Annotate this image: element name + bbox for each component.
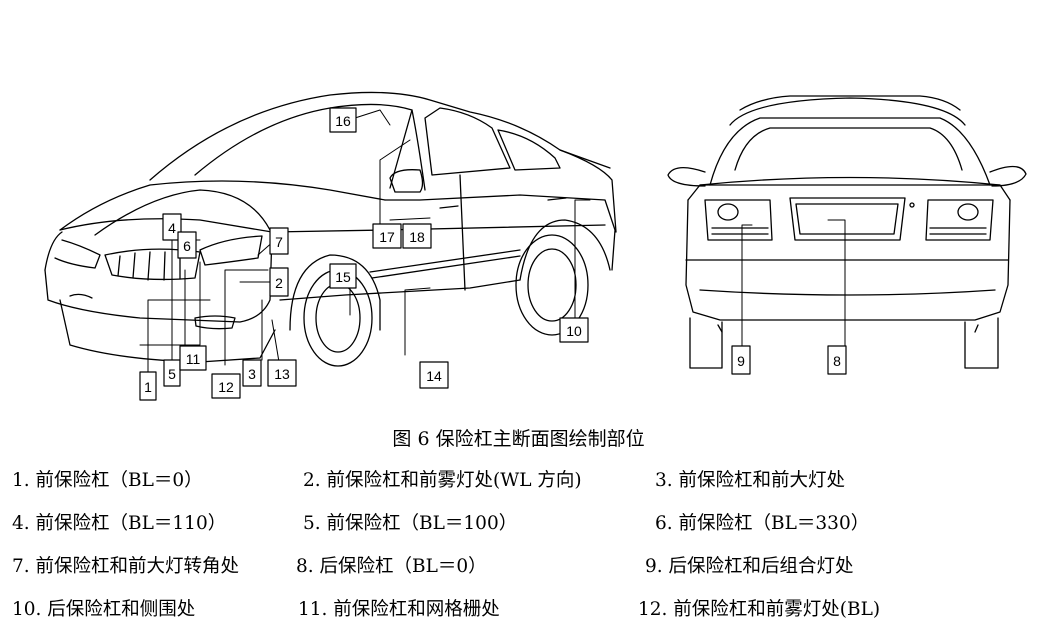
callout-boxes — [139, 107, 847, 401]
legend-item-3: 3. 前保险杠和前大灯处 — [655, 470, 846, 491]
callout-3: 3 — [248, 366, 256, 382]
callout-15: 15 — [335, 269, 351, 285]
callout-6: 6 — [183, 238, 191, 254]
callout-8: 8 — [833, 353, 841, 369]
callout-7: 7 — [275, 234, 283, 250]
callout-2: 2 — [275, 275, 283, 291]
callout-13: 13 — [274, 366, 290, 382]
bumper-diagram: 1 2 3 4 5 6 7 8 9 10 11 12 13 14 15 16 1… — [44, 91, 1027, 401]
legend-item-10: 10. 后保险杠和侧围处 — [12, 599, 196, 620]
legend-item-5: 5. 前保险杠（BL＝100） — [303, 513, 518, 534]
legend-item-7: 7. 前保险杠和前大灯转角处 — [12, 556, 240, 577]
callout-5: 5 — [168, 366, 176, 382]
callout-9: 9 — [737, 353, 745, 369]
legend-item-11: 11. 前保险杠和网格栅处 — [298, 599, 500, 620]
callout-17: 17 — [379, 229, 395, 245]
legend-item-9: 9. 后保险杠和后组合灯处 — [645, 556, 854, 577]
rear-car-drawing — [667, 95, 1027, 369]
callout-18: 18 — [409, 229, 425, 245]
callout-11: 11 — [186, 351, 201, 367]
legend-item-12: 12. 前保险杠和前雾灯处(BL) — [638, 599, 881, 620]
legend-item-6: 6. 前保险杠（BL＝330） — [655, 513, 870, 534]
legend-item-4: 4. 前保险杠（BL＝110） — [12, 513, 227, 534]
callout-16: 16 — [335, 113, 351, 129]
callout-10: 10 — [566, 323, 582, 339]
front-car-drawing — [44, 91, 617, 373]
legend-item-2: 2. 前保险杠和前雾灯处(WL 方向) — [303, 470, 582, 491]
figure-caption: 图 6 保险杠主断面图绘制部位 — [392, 428, 645, 450]
legend-item-8: 8. 后保险杠（BL＝0） — [296, 556, 487, 577]
legend: 1. 前保险杠（BL＝0） 2. 前保险杠和前雾灯处(WL 方向) 3. 前保险… — [0, 462, 1037, 632]
callout-labels: 1 2 3 4 5 6 7 8 9 10 11 12 13 14 15 16 1… — [144, 113, 841, 395]
legend-item-1: 1. 前保险杠（BL＝0） — [12, 470, 203, 491]
callout-14: 14 — [426, 368, 442, 384]
callout-1: 1 — [144, 379, 152, 395]
callout-12: 12 — [218, 379, 234, 395]
callout-4: 4 — [168, 220, 176, 236]
